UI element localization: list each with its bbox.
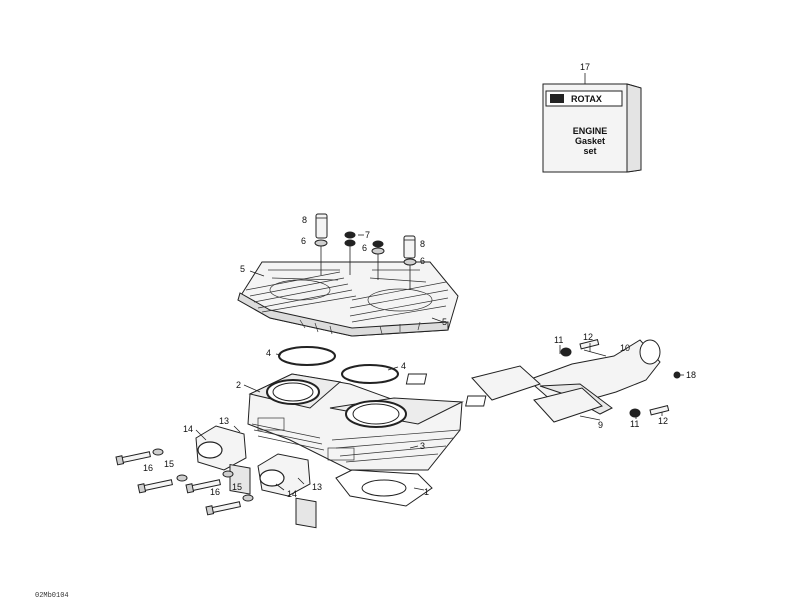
rotax-logo-box: [545, 90, 623, 107]
exhaust-gasket-left: [405, 365, 541, 401]
callout-6-right: 6: [420, 256, 425, 266]
nut-11-lower: [629, 408, 641, 418]
bolt-16-b: [137, 479, 173, 494]
washer-6-center: [371, 247, 385, 255]
callout-12-upper: 12: [583, 332, 593, 342]
gasket-set-line1: ENGINE: [573, 126, 608, 136]
exhaust-gasket-right: [465, 387, 603, 423]
callout-7: 7: [365, 230, 370, 240]
o-ring-right: [341, 364, 399, 384]
callout-17: 17: [580, 62, 590, 72]
callout-13-upper: 13: [219, 416, 229, 426]
callout-14-lower: 14: [287, 489, 297, 499]
callout-13-lower: 13: [312, 482, 322, 492]
washer-15-b: [176, 474, 188, 482]
callout-9: 9: [598, 420, 603, 430]
gasket-set-brand: ROTAX: [571, 94, 602, 104]
callout-8-right: 8: [420, 239, 425, 249]
washer-6-left: [314, 239, 328, 247]
callout-1: 1: [424, 487, 429, 497]
nut-7a: [344, 231, 356, 239]
washer-6-right: [403, 258, 417, 266]
bolt-16-d: [205, 501, 241, 516]
spark-plug-insert-right: [403, 235, 416, 259]
callout-6-center: 6: [362, 243, 367, 253]
intake-adaptor-upper: [195, 425, 251, 495]
callout-4-left: 4: [266, 348, 271, 358]
bolt-16-c: [185, 479, 221, 494]
callout-5-left: 5: [240, 264, 245, 274]
callout-8-left: 8: [302, 215, 307, 225]
figure-reference: 02Mb0104: [35, 592, 69, 600]
callout-11-lower: 11: [630, 419, 639, 429]
rotax-logo-icon: [550, 94, 564, 103]
callout-4-right: 4: [401, 361, 406, 371]
bolt-16-a: [115, 451, 151, 466]
nut-7b: [344, 239, 356, 247]
washer-15-d: [242, 494, 254, 502]
washer-15-c: [222, 470, 234, 478]
washer-15-a: [152, 448, 164, 456]
nut-11-upper: [560, 347, 572, 357]
callout-12-lower: 12: [658, 416, 668, 426]
callout-6-left: 6: [301, 236, 306, 246]
callout-3: 3: [420, 441, 425, 451]
gasket-set-line2: Gasket: [575, 136, 605, 146]
callout-18: 18: [686, 370, 696, 380]
gasket-set-line3: set: [583, 146, 596, 156]
callout-11-upper: 11: [554, 335, 563, 345]
callout-15-lower: 15: [232, 482, 242, 492]
callout-16-upper: 16: [143, 463, 153, 473]
callout-10: 10: [620, 343, 630, 353]
callout-15-upper: 15: [164, 459, 174, 469]
o-ring-left: [278, 346, 336, 366]
cylinder-head: [237, 261, 459, 337]
nut-7c: [372, 240, 384, 248]
intake-adaptor-lower: [257, 453, 317, 529]
callout-2: 2: [236, 380, 241, 390]
plug-18: [673, 371, 681, 379]
cylinder-block: [247, 373, 464, 471]
gasket-set-package: ROTAX ENGINE Gasket set: [542, 83, 642, 173]
cylinder-base-gasket: [335, 469, 433, 507]
callout-14-upper: 14: [183, 424, 193, 434]
callout-5-right: 5: [442, 317, 447, 327]
spark-plug-insert-left: [315, 213, 328, 239]
stud-12-lower: [649, 405, 670, 416]
callout-16-lower: 16: [210, 487, 220, 497]
